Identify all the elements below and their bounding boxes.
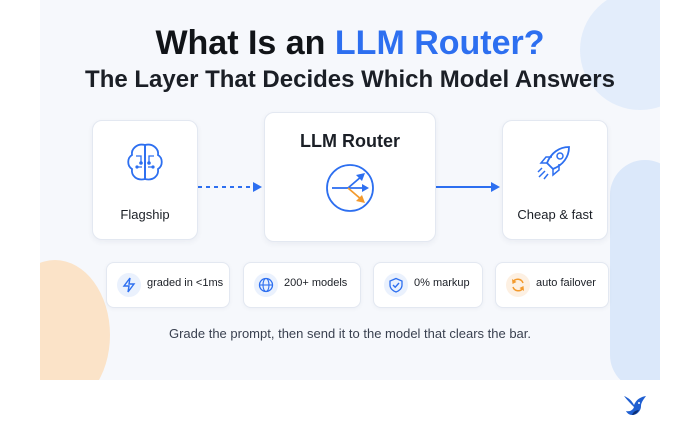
- caption: Grade the prompt, then send it to the mo…: [168, 326, 532, 341]
- decorative-blob: [610, 160, 660, 380]
- node-label: Flagship: [120, 207, 170, 222]
- title-highlight: LLM Router?: [334, 24, 545, 62]
- lightning-icon: [122, 277, 136, 293]
- feature-label: 200+ models: [284, 277, 348, 289]
- page-title: What Is an LLM Router?: [40, 24, 660, 63]
- infographic-card: What Is an LLM Router? The Layer That De…: [40, 0, 660, 380]
- router-split-icon: [326, 164, 374, 212]
- page-subtitle: The Layer That Decides Which Model Answe…: [85, 66, 615, 93]
- feature-pill: 0% markup: [373, 262, 483, 308]
- rocket-icon: [537, 146, 570, 180]
- feature-pill: auto failover: [495, 262, 609, 308]
- cheap-fast-node: Cheap & fast: [502, 120, 608, 240]
- node-label: Cheap & fast: [517, 207, 593, 222]
- feature-icon-bg: [506, 273, 530, 297]
- bird-logo-icon: [624, 396, 646, 415]
- refresh-icon: [512, 278, 524, 292]
- brain-icon: [127, 143, 163, 181]
- feature-label: 0% markup: [414, 277, 470, 289]
- feature-icon-bg: [254, 273, 278, 297]
- shield-check-icon: [389, 277, 403, 293]
- flagship-node: Flagship: [92, 120, 198, 240]
- feature-label: auto failover: [536, 277, 596, 289]
- feature-list: graded in <1ms 200+ models 0% markup: [40, 262, 660, 310]
- feature-pill: graded in <1ms: [106, 262, 230, 308]
- arrow-head: [491, 182, 500, 192]
- globe-icon: [258, 277, 274, 293]
- feature-label: graded in <1ms: [147, 277, 224, 289]
- feature-pill: 200+ models: [243, 262, 361, 308]
- feature-icon-bg: [384, 273, 408, 297]
- arrow-head: [253, 182, 262, 192]
- flow-connectors: [198, 182, 500, 192]
- feature-icon-bg: [117, 273, 141, 297]
- llm-router-node: LLM Router: [264, 112, 436, 242]
- node-title: LLM Router: [300, 131, 400, 151]
- title-prefix: What Is an: [155, 24, 335, 62]
